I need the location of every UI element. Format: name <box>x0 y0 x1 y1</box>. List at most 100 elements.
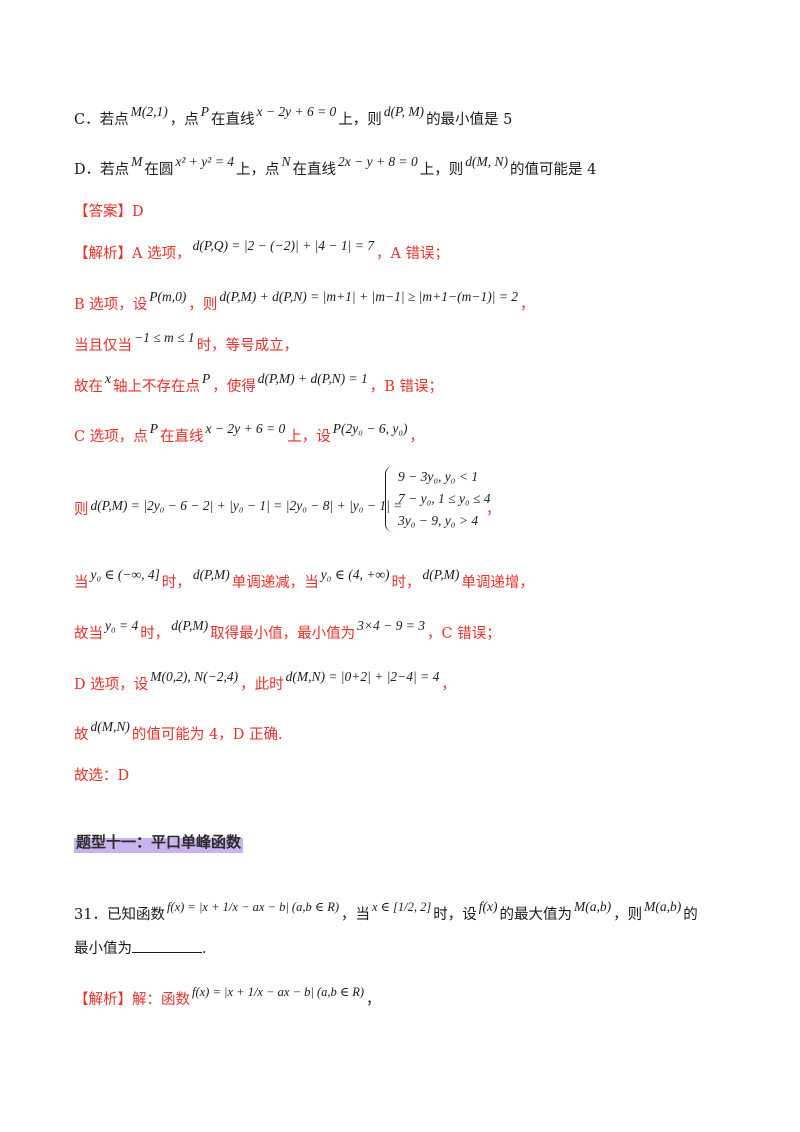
text-segment: ，当 <box>341 907 370 923</box>
text-segment: 31．已知函数 <box>74 907 165 923</box>
text-segment: 故 <box>74 727 89 743</box>
case-1: 9 − 3y₀, y₀ < 1 <box>398 469 479 484</box>
text-segment: ，使得 <box>212 379 256 395</box>
text-segment: 在直线 <box>210 112 255 128</box>
math-expression: P <box>200 104 209 119</box>
text-segment: 的值可能为 4，D 正确. <box>131 727 283 743</box>
problem-31-line-2: 最小值为. <box>74 938 207 959</box>
text-segment: ，此时 <box>240 677 284 693</box>
choose-line: 故选：D <box>74 768 130 784</box>
math-expression: d(P,M) <box>171 618 209 633</box>
text-segment: 【解析】解：函数 <box>74 992 190 1008</box>
text-segment: ，B 错误； <box>369 379 443 395</box>
analysis-b-2: 当且仅当−1 ≤ m ≤ 1时，等号成立， <box>74 330 299 356</box>
case-3: 3y₀ − 9, y₀ > 4 <box>398 513 479 528</box>
text-segment: ，则 <box>188 297 218 313</box>
math-expression: 2x − y + 8 = 0 <box>337 154 418 169</box>
text-segment: B 选项，设 <box>74 297 148 313</box>
analysis-b-3: 故在x轴上不存在点P，使得d(P,M) + d(P,N) = 1，B 错误； <box>74 371 443 397</box>
text-segment: 上，则 <box>419 162 464 178</box>
text-segment: 时， <box>391 575 421 591</box>
text-segment: ，则 <box>613 907 643 923</box>
text-segment: ，C 错误； <box>427 626 501 642</box>
text-segment: 上，则 <box>338 112 382 128</box>
case-2: 7 − y₀, 1 ≤ y₀ ≤ 4 <box>398 491 491 506</box>
section-title: 题型十一：平口单峰函数 <box>74 830 244 853</box>
text-segment: ， <box>441 677 456 693</box>
math-expression: P <box>149 421 158 436</box>
math-expression: y₀ ∈ (−∞, 4] <box>90 567 160 582</box>
answer-blank[interactable] <box>132 938 202 953</box>
math-expression: M(a,b) <box>644 899 682 914</box>
math-expression: M <box>131 154 143 169</box>
text-segment: . <box>202 941 207 957</box>
text-segment: 故当 <box>74 626 103 642</box>
math-expression: P(2y₀ − 6, y₀) <box>332 421 408 436</box>
text-segment: 当 <box>74 575 89 591</box>
analysis-c-3: 当y₀ ∈ (−∞, 4]时，d(P,M)单调递减，当y₀ ∈ (4, +∞)时… <box>74 567 534 593</box>
math-expression: f(x) = |x + 1/x − ax − b| (a,b ∈ R) <box>166 900 339 914</box>
text-segment: 的 <box>683 907 698 923</box>
analysis-c-4: 故当y₀ = 4时，d(P,M)取得最小值，最小值为3×4 − 9 = 3，C … <box>74 618 501 644</box>
math-expression: d(M, N) <box>465 154 509 169</box>
math-expression: d(P,Q) = |2 − (−2)| + |4 − 1| = 7 <box>192 238 374 253</box>
math-expression: P <box>202 371 211 386</box>
text-segment: 在圆 <box>144 162 174 178</box>
analysis-a: 【解析】A 选项，d(P,Q) = |2 − (−2)| + |4 − 1| =… <box>74 238 449 264</box>
math-expression: x − 2y + 6 = 0 <box>205 421 286 436</box>
math-expression: f(x) = |x + 1/x − ax − b| (a,b ∈ R) <box>192 985 365 999</box>
text-segment: 的最小值是 5 <box>426 112 513 128</box>
text-segment: 时， <box>161 575 191 591</box>
math-expression: M(0,2), N(−2,4) <box>150 669 239 684</box>
text-segment: 上，点 <box>235 162 280 178</box>
analysis-c-1: C 选项，点P在直线x − 2y + 6 = 0上，设P(2y₀ − 6, y₀… <box>74 421 425 447</box>
text-segment: 当且仅当 <box>74 338 132 354</box>
math-expression: 3×4 − 9 = 3 <box>357 618 426 633</box>
math-expression: d(P,M) = |2y₀ − 6 − 2| + |y₀ − 1| = |2y₀… <box>90 498 403 513</box>
text-segment: 轴上不存在点 <box>113 379 200 395</box>
text-segment: 的最大值为 <box>499 907 573 923</box>
math-expression: y₀ ∈ (4, +∞) <box>320 567 390 582</box>
math-expression: d(P,M) <box>422 567 460 582</box>
math-expression: x <box>105 371 111 386</box>
text-segment: ， <box>409 429 425 445</box>
text-segment: 单调递增， <box>461 575 534 591</box>
text-segment: 在直线 <box>159 429 204 445</box>
math-expression: d(P,M) + d(P,N) = |m+1| + |m−1| ≥ |m+1−(… <box>219 289 519 304</box>
option-label: C．若点 <box>74 112 129 128</box>
option-d: D．若点M在圆x² + y² = 4上，点N在直线2x − y + 8 = 0上… <box>74 154 597 180</box>
option-label: D．若点 <box>74 162 130 178</box>
text-segment: 最小值为 <box>74 941 132 957</box>
text-segment: 【解析】A 选项， <box>74 246 191 262</box>
option-c: C．若点M(2,1)，点P在直线x − 2y + 6 = 0上，则d(P, M)… <box>74 104 513 130</box>
analysis-d-1: D 选项，设M(0,2), N(−2,4)，此时d(M,N) = |0+2| +… <box>74 669 456 695</box>
text-segment: 则 <box>74 502 89 518</box>
analysis-c-2-tail: ， <box>486 502 501 518</box>
text-segment: C 选项，点 <box>74 429 148 445</box>
math-expression: d(M,N) <box>90 719 130 734</box>
analysis-b-1: B 选项，设P(m,0)，则d(P,M) + d(P,N) = |m+1| + … <box>74 289 535 315</box>
math-expression: P(m,0) <box>149 289 187 304</box>
text-segment: 故在 <box>74 379 103 395</box>
text-segment: D 选项，设 <box>74 677 149 693</box>
text-segment: 时， <box>140 626 170 642</box>
text-segment: 取得最小值，最小值为 <box>210 626 356 642</box>
text-segment: 时，设 <box>433 907 477 923</box>
text-segment: ， <box>366 992 381 1008</box>
text-segment: 时，等号成立， <box>196 338 299 354</box>
piecewise-cases: 9 − 3y₀, y₀ < 1 7 − y₀, 1 ≤ y₀ ≤ 4 3y₀ −… <box>385 466 491 532</box>
text-segment: 单调递减，当 <box>231 575 319 591</box>
analysis-d-2: 故d(M,N)的值可能为 4，D 正确. <box>74 719 283 745</box>
text-segment: 上，设 <box>287 429 331 445</box>
math-expression: M(a,b) <box>574 899 612 914</box>
math-expression: x − 2y + 6 = 0 <box>256 104 337 119</box>
text-segment: 的值可能是 4 <box>510 162 597 178</box>
math-expression: y₀ = 4 <box>105 618 139 633</box>
math-expression: M(2,1) <box>130 104 168 119</box>
math-expression: x² + y² = 4 <box>175 154 234 169</box>
math-expression: d(P, M) <box>383 104 425 119</box>
math-expression: d(P,M) <box>192 567 230 582</box>
